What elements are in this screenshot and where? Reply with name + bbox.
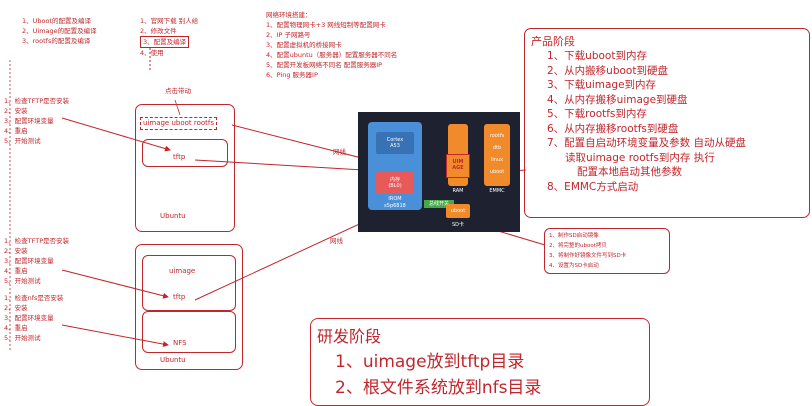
dev-stage-box: 研发阶段 1、uimage放到tftp目录 2、根文件系统放到nfs目录 xyxy=(310,318,650,406)
ram-block: UIM AGE RAM xyxy=(446,124,470,194)
sd-steps-box: 1、制作SD启动镜像 2、将完整的uboot拷贝 3、将制作好镜像文件写到SD卡… xyxy=(544,228,670,274)
wire-tftp-1 xyxy=(61,117,171,152)
list-item: 3、配置环境变量 xyxy=(4,117,54,125)
wire-nfs xyxy=(61,324,169,348)
list-item: 2、根文件系统放到nfs目录 xyxy=(335,378,542,398)
ubuntu-label: Ubuntu xyxy=(160,212,186,220)
list-item: 1、检查TFTP是否安装 xyxy=(4,97,70,105)
list-item: 4、重启 xyxy=(4,127,28,135)
ubuntu-top-box: uimage uboot rootfs tftp Ubuntu xyxy=(135,104,235,232)
bus-block: 总线开关 xyxy=(424,200,454,208)
wire-download xyxy=(174,99,181,116)
download-note: 点击带动 xyxy=(165,87,191,95)
tftp-box: uimage tftp xyxy=(142,255,236,311)
list-item: 2、安装 xyxy=(4,304,28,312)
emmc-label: EMMC xyxy=(489,188,505,194)
emmc-contents: rootfs dtb linux uboot xyxy=(489,133,505,175)
nfs-setup: 1、检查nfs是否安装 2、安装 3、配置环境变量 4、重启 5、开始测试 xyxy=(4,293,63,343)
list-item: 2、安装 xyxy=(4,107,28,115)
step-item: 4、使用 xyxy=(140,49,164,57)
internal-mem: 内存 (BL0) xyxy=(376,172,414,194)
list-item: 1、检查nfs是否安装 xyxy=(4,294,64,302)
list-item: 5、下载rootfs到内存 xyxy=(547,108,647,120)
list-item: 1、uimage放到tftp目录 xyxy=(335,352,525,372)
list-item: 5、配置开发板网络不同名 配置服务器IP xyxy=(266,61,383,69)
network-setup: 网络环境搭建： 1、配置物理网卡+3 网线短制等配置网卡 2、IP 子网路号 3… xyxy=(266,10,397,80)
ubuntu-label: Ubuntu xyxy=(160,356,186,364)
wire-tftp-2 xyxy=(61,269,169,299)
nfs-label: NFS xyxy=(173,339,187,347)
sd-uboot-label: uboot xyxy=(450,208,466,214)
uimage-ram-label: UIM AGE xyxy=(452,159,464,171)
list-item: 2、从内搬移uboot到硬盘 xyxy=(547,64,668,77)
nfs-box: NFS xyxy=(142,311,236,353)
list-item: 6、从内存搬移rootfs到硬盘 xyxy=(547,122,679,135)
ubuntu-bottom-box: uimage tftp NFS Ubuntu xyxy=(135,244,243,370)
list-item: 3、配置虚拟机的桥接网卡 xyxy=(266,41,342,49)
tftp-box: tftp xyxy=(142,139,228,167)
list-item: 读取uimage rootfs到内存 执行 xyxy=(565,151,715,164)
bus-label: 总线开关 xyxy=(428,201,449,207)
step-item: 2、Uimage的配置及编译 xyxy=(22,27,97,35)
product-stage-box: 产品阶段 1、下载uboot到内存 2、从内搬移uboot到硬盘 3、下载uim… xyxy=(524,28,810,218)
list-item: 配置本地启动其他参数 xyxy=(577,166,682,178)
list-item: 3、配置环境变量 xyxy=(4,257,54,265)
soc-block: Cortex A53 内存 (BL0) IROM s5p6818 xyxy=(368,122,422,210)
list-item: 3、配置环境变量 xyxy=(4,314,54,322)
list-item: 8、EMMC方式启动 xyxy=(547,180,639,193)
list-item: 4、设置为SD卡启动 xyxy=(549,263,599,269)
step-item: 2、修改文件 xyxy=(140,27,177,35)
cpu-core-label: Cortex A53 xyxy=(386,137,404,149)
dev-board: Cortex A53 内存 (BL0) IROM s5p6818 总线开关 UI… xyxy=(358,112,520,232)
irom-label: IROM xyxy=(388,196,402,202)
step-item: 3、rootfs的配置及编译 xyxy=(22,37,91,45)
list-item: 7、配置自启动环境变量及参数 自动从硬盘 xyxy=(547,137,747,149)
list-item: 2、安装 xyxy=(4,247,28,255)
list-item: 4、配置ubuntu（服务器）配置服务器不同名 xyxy=(266,51,398,59)
sd-steps-list: 1、制作SD启动镜像 2、将完整的uboot拷贝 3、将制作好镜像文件写到SD卡… xyxy=(549,231,626,271)
uimage-in-ram: UIM AGE xyxy=(446,154,470,178)
product-stage-title: 产品阶段 xyxy=(531,35,575,48)
dev-stage-list: 1、uimage放到tftp目录 2、根文件系统放到nfs目录 xyxy=(335,349,541,401)
tftp-label: tftp xyxy=(173,293,186,301)
internal-mem-label: 内存 (BL0) xyxy=(388,177,402,189)
source-steps: 1、官网下载 别人给 2、修改文件 3、配置及编译 4、使用 xyxy=(140,16,198,58)
net-label-1: 网线 xyxy=(333,148,346,156)
net-label-2: 网线 xyxy=(330,237,343,245)
list-item: 4、从内存搬移uimage到硬盘 xyxy=(547,93,688,106)
step-item: 1、Uboot的配置及编译 xyxy=(22,17,92,25)
list-item: 1、检查TFTP是否安装 xyxy=(4,237,70,245)
list-item: 5、开始测试 xyxy=(4,137,41,145)
soc-label: s5p6818 xyxy=(384,203,406,209)
step-item: 3、配置及编译 xyxy=(140,36,190,48)
sd-card: uboot xyxy=(446,204,470,218)
product-stage-list: 1、下载uboot到内存 2、从内搬移uboot到硬盘 3、下载uimage到内… xyxy=(547,49,746,194)
list-item: 2、将完整的uboot拷贝 xyxy=(549,243,607,249)
list-item: 3、下载uimage到内存 xyxy=(547,79,657,91)
list-item: 5、开始测试 xyxy=(4,277,41,285)
tftp-setup-2: 1、检查TFTP是否安装 2、安装 3、配置环境变量 4、重启 5、开始测试 xyxy=(4,236,69,286)
emmc-block: rootfs dtb linux uboot EMMC xyxy=(484,124,510,194)
sd-label: SD卡 xyxy=(451,222,465,228)
ram-label: RAM xyxy=(452,188,464,194)
list-item: 5、开始测试 xyxy=(4,334,41,342)
cpu-core: Cortex A53 xyxy=(376,132,414,154)
uboot-build-steps: 1、Uboot的配置及编译 2、Uimage的配置及编译 3、rootfs的配置… xyxy=(22,16,97,46)
list-item: 4、重启 xyxy=(4,267,28,275)
tftp-setup-1: 1、检查TFTP是否安装 2、安装 3、配置环境变量 4、重启 5、开始测试 xyxy=(4,96,69,146)
uimage-label: uimage xyxy=(169,267,196,275)
tftp-label: tftp xyxy=(173,153,186,161)
list-item: 1、制作SD启动镜像 xyxy=(549,233,599,239)
dev-stage-title: 研发阶段 xyxy=(317,327,382,346)
step-item: 1、官网下载 别人给 xyxy=(140,17,199,25)
list-item: 4、重启 xyxy=(4,324,28,332)
network-setup-title: 网络环境搭建： xyxy=(266,11,312,19)
ubuntu-files: uimage uboot rootfs xyxy=(140,117,218,130)
list-item: 3、将制作好镜像文件写到SD卡 xyxy=(549,253,627,259)
list-item: 1、配置物理网卡+3 网线短制等配置网卡 xyxy=(266,21,386,29)
list-item: 2、IP 子网路号 xyxy=(266,31,311,39)
list-item: 1、下载uboot到内存 xyxy=(547,50,647,62)
list-item: 6、Ping 服务器IP xyxy=(266,71,318,79)
